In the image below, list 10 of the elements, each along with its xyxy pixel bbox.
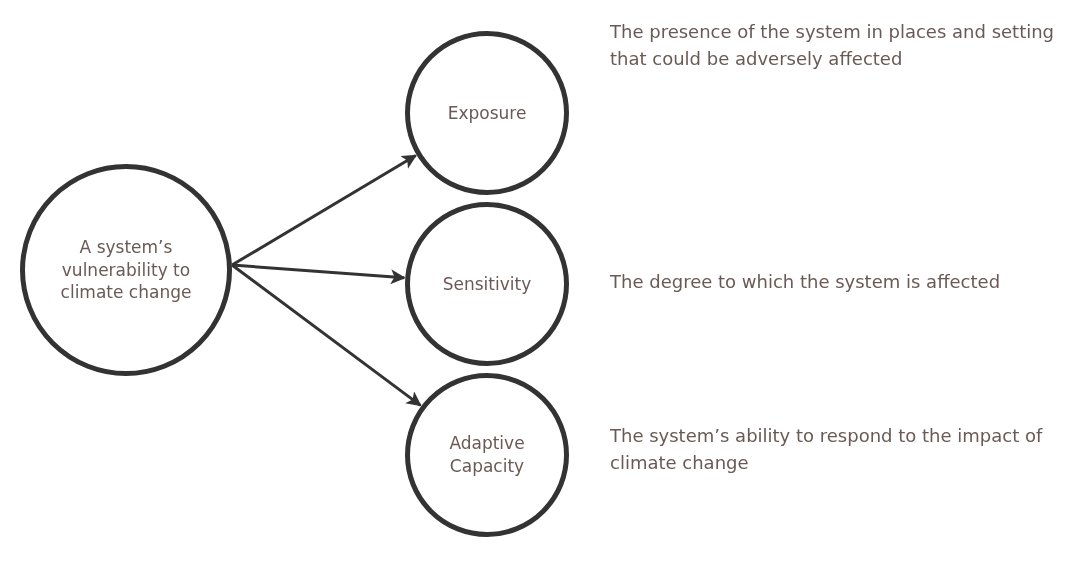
description-text: The system’s ability to respond to the impact of climate change [610,424,1044,475]
node-label: Sensitivity [442,272,532,296]
arrow [231,263,406,285]
arrow [231,154,417,267]
description-text: The degree to which the system is affected [610,270,1002,294]
node-label: A system’s vulnerability to climate change [59,235,193,305]
arrow [231,263,422,407]
node-label: Adaptive Capacity [448,432,526,478]
description-text: The presence of the system in places and setting that could be adversely affected [610,20,1055,71]
node-label: Exposure [447,101,527,125]
